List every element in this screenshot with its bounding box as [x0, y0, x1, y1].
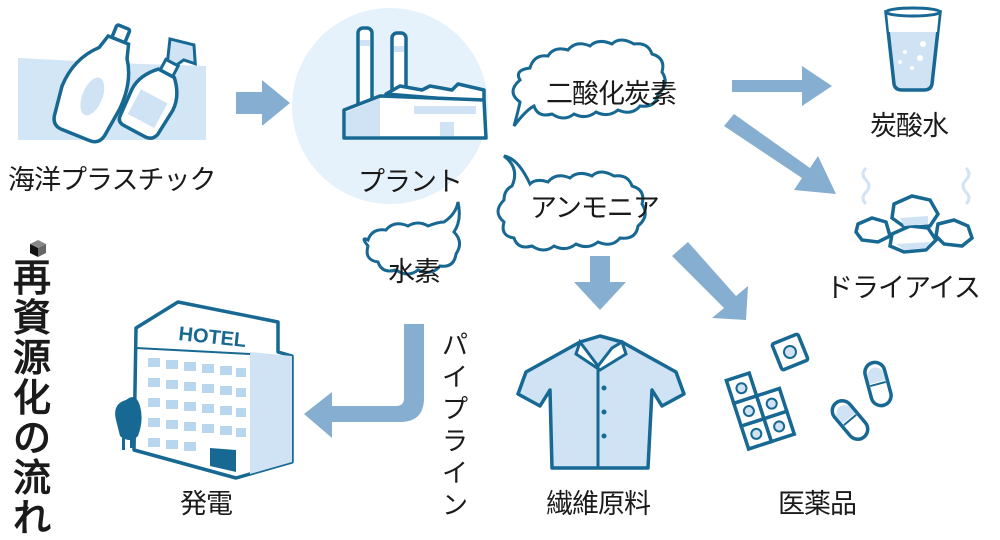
glass-icon: [884, 6, 942, 92]
pipeline-char: イ: [441, 459, 468, 489]
label-dry-ice: ドライアイス: [826, 273, 981, 304]
arrow-plastic-to-plant: [236, 80, 290, 126]
pipeline-label: パ イ プ ラ イ ン: [440, 330, 470, 522]
title-char: 資: [12, 296, 51, 340]
pills-icon: [724, 332, 893, 452]
diagram-title: 再 資 源 化 の 流 れ: [12, 258, 52, 538]
arrow-co2-to-dry-ice: [724, 114, 836, 194]
title-char: 流: [12, 456, 51, 500]
arrow-ammonia-to-fiber: [574, 256, 626, 310]
pipeline-char: イ: [441, 363, 468, 393]
factory-icon: [342, 26, 488, 140]
label-fiber: 繊維原料: [546, 489, 651, 520]
pipeline-char: プ: [441, 395, 468, 425]
label-power: 発電: [180, 489, 233, 520]
bubble-hydrogen-text: 水素: [388, 257, 441, 288]
arrow-pipeline-to-power: [304, 324, 424, 438]
label-ocean-plastic: 海洋プラスチック: [8, 165, 216, 196]
bubble-hydrogen: [362, 201, 461, 276]
bubble-co2-text: 二酸化炭素: [546, 79, 677, 110]
pipeline-char: ン: [441, 491, 468, 521]
title-char: 源: [12, 336, 51, 380]
title-char: 化: [12, 376, 51, 420]
bubble-ammonia-text: アンモニア: [530, 193, 660, 224]
pipeline-char: ラ: [441, 427, 468, 457]
label-plant: プラント: [358, 167, 463, 198]
bubble-ammonia: [496, 154, 647, 252]
arrow-ammonia-to-medicine: [672, 242, 748, 320]
bubble-co2: [511, 38, 667, 127]
arrow-co2-to-carbonated-water: [732, 66, 832, 106]
title-char: の: [12, 416, 51, 460]
shirt-icon: [516, 334, 686, 470]
title-char: れ: [12, 496, 51, 540]
title-char: 再: [12, 256, 51, 300]
label-carbonated-water: 炭酸水: [870, 111, 949, 142]
hotel-icon: [115, 300, 294, 480]
label-medicine: 医薬品: [778, 489, 857, 520]
cube-icon: [30, 240, 46, 257]
dry-ice-icon: [854, 166, 975, 254]
plastic-bottles-icon: [18, 23, 206, 144]
diagram-canvas: HOTEL: [18, 6, 975, 480]
pipeline-char: パ: [441, 331, 468, 361]
